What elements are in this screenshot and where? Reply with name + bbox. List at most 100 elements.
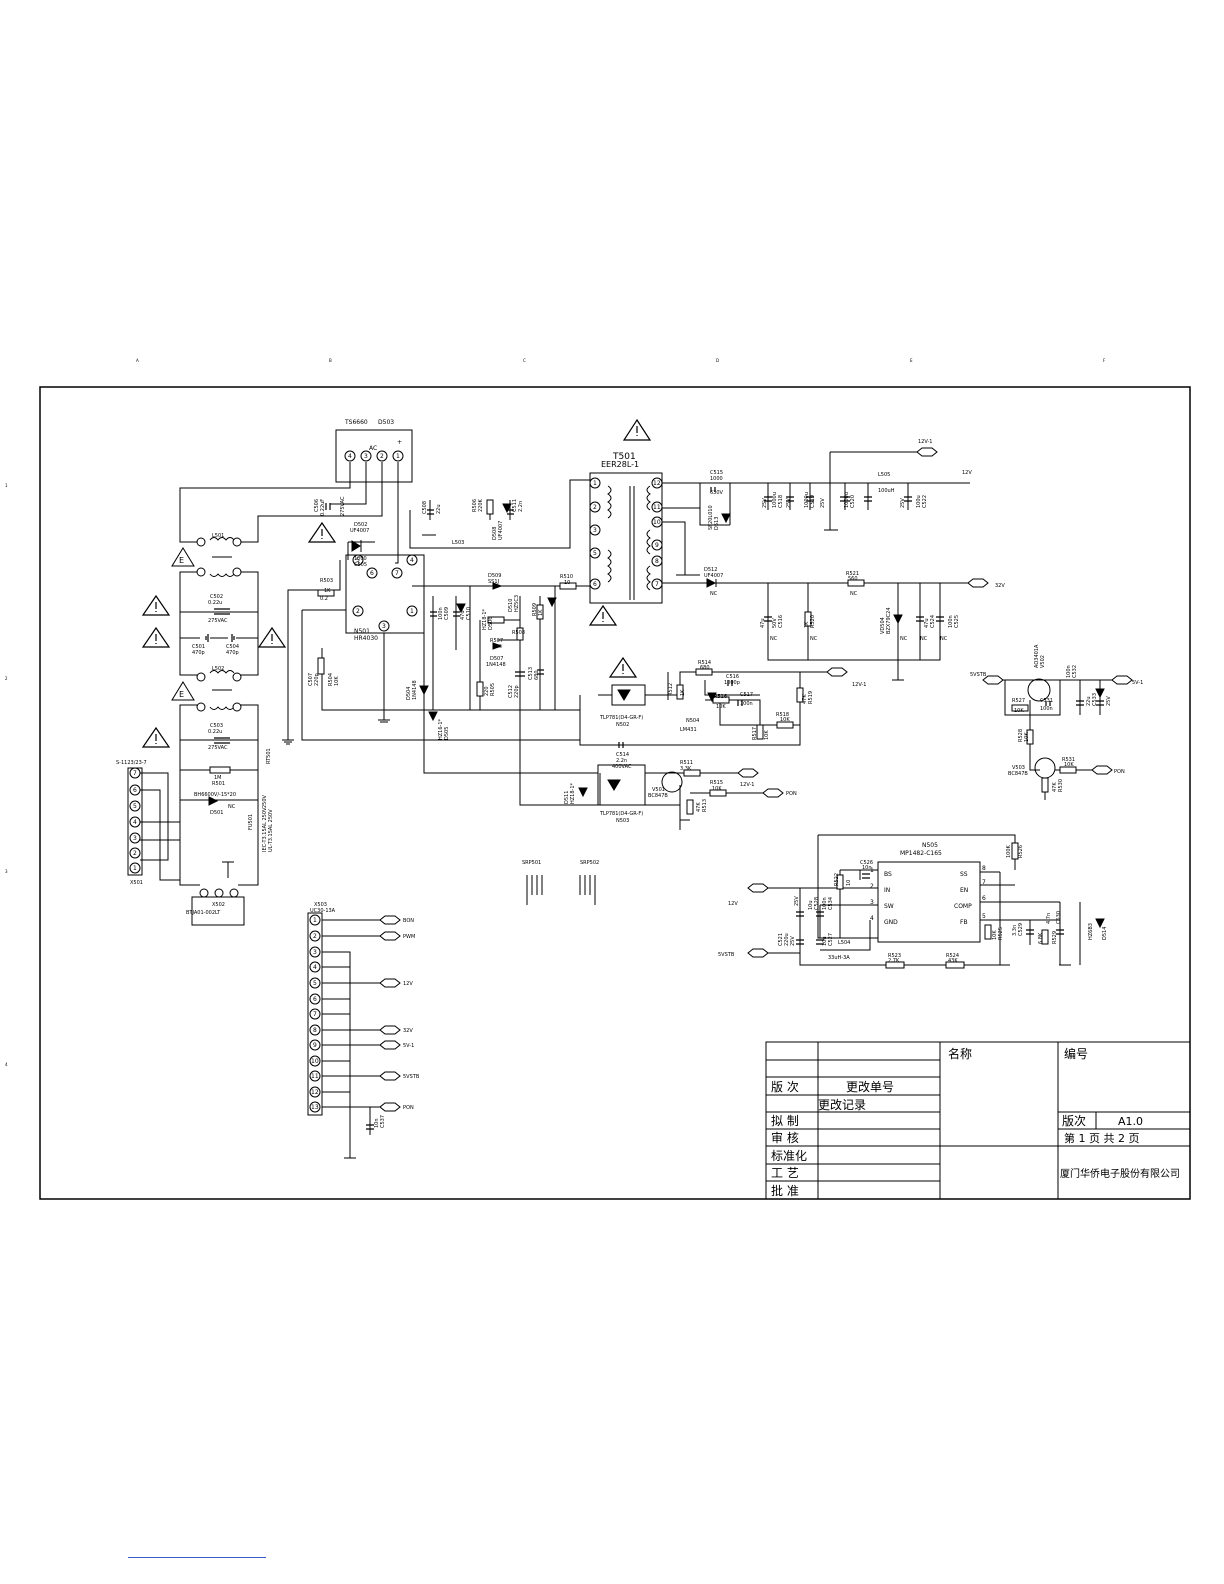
col-marker: A [136,358,139,363]
net-label: 12V-1 [852,682,866,688]
label-value: 1000u [772,492,778,508]
label-ref: C513 [528,667,534,680]
label-nc: NC [900,636,908,642]
label-ref: R529 [1052,931,1058,944]
label-value: 4.7n [1046,913,1052,924]
t501-pin: 8 [655,558,659,565]
x503-pin: 7 [313,1011,317,1018]
label-nc: NC [810,636,818,642]
label-ref: C504 [226,644,239,650]
col-marker: E [910,358,913,363]
label-value: 100n [740,701,753,707]
label-value: 0.22u [208,729,222,735]
label-rating: 275VAC [208,618,228,624]
label-ref: C529 [1018,923,1024,936]
n505-pin-name: BS [884,871,892,878]
label-ref: R511 [680,760,693,766]
x503-pin: 10 [311,1058,319,1065]
label-ref: C507 [308,673,314,686]
label-ref: VD504 [880,617,886,634]
label-ref: D504 [406,687,412,700]
net-label: BON [403,918,414,924]
label-value: 10n [862,865,872,871]
net-label: 5VSTB [970,672,987,678]
net-label: 12V-1 [918,439,932,445]
t501-pin: 9 [655,542,659,549]
tb-approved-label: 批 准 [771,1183,799,1198]
label-value: 47u [760,618,766,628]
wiring [140,429,1125,1158]
label-rating: 630V [710,490,724,496]
x503-pin: 13 [311,1104,319,1111]
label-ref: C515 [710,470,723,476]
label-value: 1K [538,609,544,616]
label-ref: L505 [878,472,890,478]
col-marker: C [523,358,526,363]
n505-pin-name: FB [960,919,968,926]
label-ref: X502 [212,902,225,908]
t501-pin: 5 [593,550,597,557]
diode-marks [208,503,1105,929]
label-rating: 250V [262,794,268,808]
label-ref: C506 [314,499,320,512]
t501-pin: 6 [593,581,597,588]
row-marker: 1 [5,483,8,488]
label-value: 100uH [878,488,895,494]
label-ref: C525 [954,615,960,628]
svg-text:E: E [179,690,184,699]
x501-pin: 5 [133,803,137,810]
label-ref: N504 [686,718,699,724]
label-ref: D511 [564,791,570,804]
inductor-l502 [196,670,242,712]
label-ref: X501 [130,880,143,886]
svg-text:E: E [179,556,184,565]
x503-pin: 1 [313,917,317,924]
t501-ref: T501 [612,452,636,462]
label-note: NC [228,804,236,810]
label-ref: R505 [490,683,496,696]
label-nc: NC [710,591,718,597]
n505-pin-name: GND [884,919,898,926]
label-ref: C503 [210,723,223,729]
n505-pin-num: 5 [982,913,986,920]
label-value: 22u [436,504,442,514]
label-part: SS1J [488,579,499,585]
label-value: 100K [1006,844,1012,858]
tb-change-record-label: 更改记录 [818,1098,866,1112]
bridge-pin: 3 [364,453,368,460]
bridge-ac: AC [369,445,377,452]
tb-drafted-label: 拟 制 [771,1114,799,1128]
label-rating: 25V [820,498,826,508]
label-value: 2.2n [616,758,627,764]
label-value: 10n [374,1118,380,1128]
bridge-pin: 4 [348,453,352,460]
label-ref: V502 [1040,655,1046,668]
label-value: 100n [438,607,444,620]
label-value: 100u [916,495,922,508]
label-nc: NC [940,636,948,642]
label-ref: R507 [490,638,503,644]
label-ref: C532 [1072,665,1078,678]
label-ref: C520 [850,495,856,508]
label-value: 10K [716,704,726,710]
label-ref: R525 [998,927,1004,940]
ic-n501: 6 7 5 4 2 1 3 N501 HR4030 [352,554,418,642]
label-value: 470p [226,650,239,656]
col-marker: F [1103,358,1106,363]
label-ref: R519 [808,691,814,704]
label-part: UC30-13A [310,908,336,914]
tb-name-label: 名称 [948,1046,972,1061]
label-ref: L502 [212,666,224,672]
net-label: PON [786,791,797,797]
label-value: 2.7K [888,958,900,964]
label-ref: R531 [1062,757,1075,763]
tb-page-info: 第 1 页 共 2 页 [1064,1131,1139,1145]
label-value: 1000u [844,492,850,508]
label-ref: D501 [210,810,223,816]
label-value: 10K [1024,732,1030,742]
label-ref: R512 [668,683,674,696]
tb-process-label: 工 艺 [771,1166,799,1180]
bridge-pin: 2 [380,453,384,460]
label-part: TLP781(D4-GR-F) [599,811,643,817]
label-value: 100n [822,897,828,910]
